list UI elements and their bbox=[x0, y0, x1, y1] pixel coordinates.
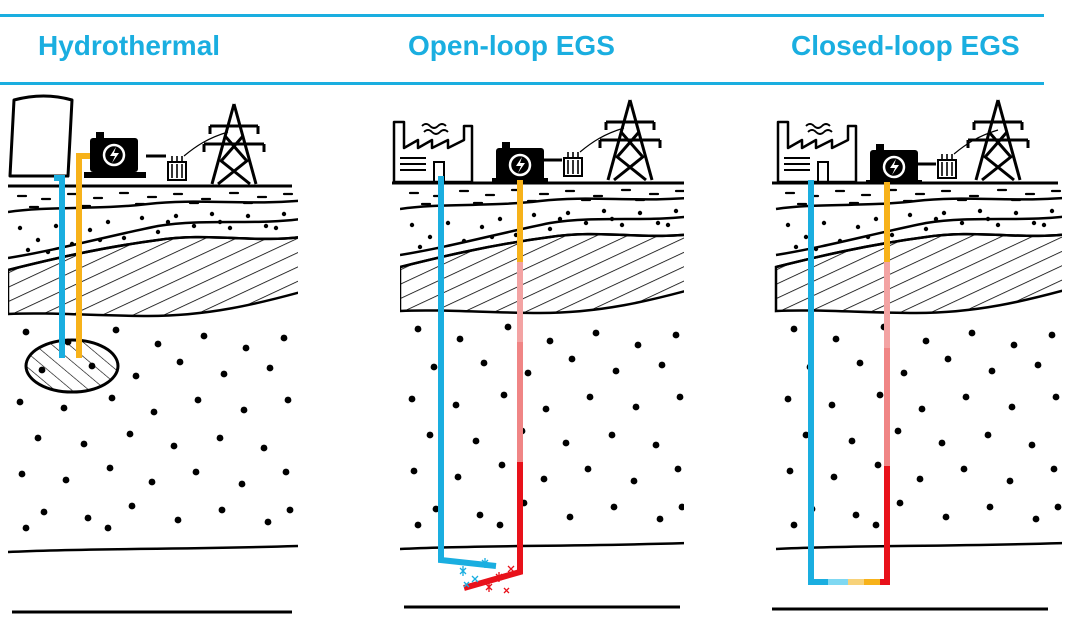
hot-water-production-pipe bbox=[76, 153, 90, 358]
generator-base bbox=[84, 172, 146, 178]
cooling-tower-icon bbox=[8, 94, 74, 178]
heading-underline bbox=[0, 82, 1044, 85]
closed-loop-egs-panel bbox=[772, 98, 1062, 611]
production-well bbox=[463, 180, 523, 591]
panel-title-hydrothermal: Hydrothermal bbox=[38, 30, 221, 61]
power-pylon-icon bbox=[598, 98, 662, 182]
ground-strata bbox=[774, 188, 1062, 551]
generator-icon bbox=[868, 142, 920, 186]
open-loop-egs-panel bbox=[392, 98, 684, 609]
factory-icon bbox=[392, 120, 474, 184]
cold-water-injection-pipe bbox=[54, 175, 65, 358]
ground-strata bbox=[400, 188, 684, 551]
power-pylon-icon bbox=[966, 98, 1030, 182]
panel-title-closed-loop-egs: Closed-loop EGS bbox=[791, 30, 1020, 61]
top-rule bbox=[0, 14, 1044, 17]
panel-title-open-loop-egs: Open-loop EGS bbox=[408, 30, 615, 61]
closed-loop-heat-exchanger bbox=[808, 180, 890, 585]
power-pylon-icon bbox=[202, 102, 266, 186]
hydrothermal-panel bbox=[8, 94, 298, 614]
factory-icon bbox=[776, 120, 858, 184]
fracture-zone bbox=[459, 558, 515, 594]
generator-icon bbox=[494, 140, 546, 184]
generator-icon bbox=[88, 130, 140, 174]
hydrothermal-reservoir bbox=[24, 338, 120, 394]
injection-well bbox=[438, 176, 497, 569]
